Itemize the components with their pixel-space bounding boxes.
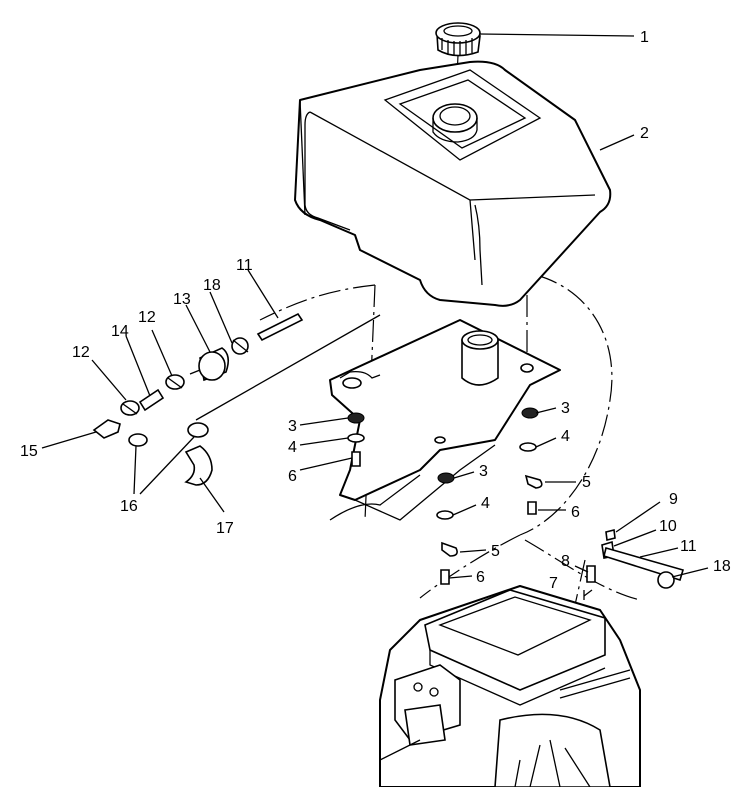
callout-3-center: 3 (479, 463, 488, 480)
engine (379, 585, 641, 787)
callout-17: 17 (216, 520, 234, 537)
callout-3-right: 3 (561, 400, 570, 417)
callout-labels: 1 2 3 4 6 3 4 5 6 3 4 5 6 7 8 9 10 11 18… (20, 29, 731, 592)
callout-11-right: 11 (680, 538, 697, 555)
callout-11-left: 11 (236, 257, 253, 274)
callout-5-center: 5 (491, 543, 500, 560)
callout-7: 7 (549, 575, 558, 592)
callout-16: 16 (120, 498, 138, 515)
callout-15: 15 (20, 443, 38, 460)
fuel-cap (435, 22, 481, 57)
callout-12-upper: 12 (138, 309, 156, 326)
callout-1: 1 (640, 29, 649, 46)
callout-10: 10 (659, 518, 677, 535)
callout-9: 9 (669, 491, 678, 508)
callout-2: 2 (640, 125, 649, 142)
callout-3-left: 3 (288, 418, 297, 435)
fuel-line-right (583, 529, 684, 600)
callout-18-left: 18 (203, 277, 221, 294)
callout-18-right: 18 (713, 558, 731, 575)
callout-8: 8 (561, 553, 570, 570)
callout-4-right: 4 (561, 428, 570, 445)
callout-6-center: 6 (476, 569, 485, 586)
callout-5-right: 5 (582, 474, 591, 491)
callout-6-right: 6 (571, 504, 580, 521)
callout-14: 14 (111, 323, 129, 340)
fuel-line-left (92, 312, 381, 486)
callout-4-center: 4 (481, 495, 490, 512)
fuel-tank (294, 60, 612, 307)
mounting-plate (329, 319, 561, 521)
callout-4-left: 4 (288, 439, 297, 456)
callout-13: 13 (173, 291, 191, 308)
callout-6-left: 6 (288, 468, 297, 485)
leader-lines (41, 33, 709, 597)
callout-12-lower: 12 (72, 344, 90, 361)
